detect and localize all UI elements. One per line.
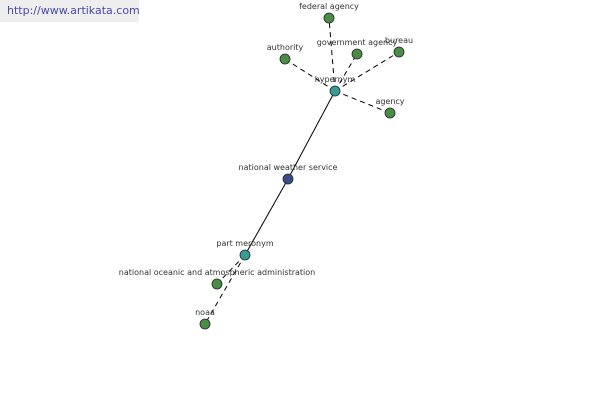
label-national-weather-service: national weather service — [239, 163, 338, 172]
label-government-agency: government agency — [317, 38, 398, 47]
label-noaa: noaa — [195, 308, 215, 317]
label-bureau: bureau — [385, 36, 413, 45]
labels-layer: national weather service hypernym federal … — [119, 2, 413, 317]
label-federal-agency: federal agency — [299, 2, 359, 11]
edge-part-meronym-to-noaa — [204, 254, 246, 325]
edge-hypernym-to-agency — [334, 90, 391, 114]
node-authority[interactable] — [279, 53, 291, 65]
node-hypernym[interactable] — [329, 85, 341, 97]
edge-national-weather-service-to-part-meronym — [244, 178, 289, 256]
edge-hypernym-to-federal-agency — [328, 17, 336, 92]
label-agency: agency — [375, 97, 404, 106]
node-bureau[interactable] — [393, 46, 405, 58]
edges-layer — [204, 17, 400, 325]
node-noaa[interactable] — [199, 318, 211, 330]
edge-part-meronym-to-national-oceanic-and-atmospheric-administration — [216, 254, 246, 285]
label-authority: authority — [267, 43, 304, 52]
node-agency[interactable] — [384, 107, 396, 119]
label-hypernym: hypernym — [315, 75, 356, 84]
node-national-oceanic-and-atmospheric-administration[interactable] — [211, 278, 223, 290]
nodes-layer — [199, 12, 405, 330]
edge-national-weather-service-to-hypernym — [287, 90, 336, 180]
source-link[interactable]: http://www.artikata.com — [0, 0, 140, 22]
edge-hypernym-to-bureau — [334, 51, 400, 92]
label-part-meronym: part meronym — [216, 239, 273, 248]
node-national-weather-service[interactable] — [282, 173, 294, 185]
edge-hypernym-to-government-agency — [334, 53, 358, 92]
edge-hypernym-to-authority — [284, 58, 336, 92]
label-national-oceanic-and-atmospheric-administration: national oceanic and atmospheric adminis… — [119, 268, 315, 277]
node-government-agency[interactable] — [351, 48, 363, 60]
node-federal-agency[interactable] — [323, 12, 335, 24]
node-part-meronym[interactable] — [239, 249, 251, 261]
